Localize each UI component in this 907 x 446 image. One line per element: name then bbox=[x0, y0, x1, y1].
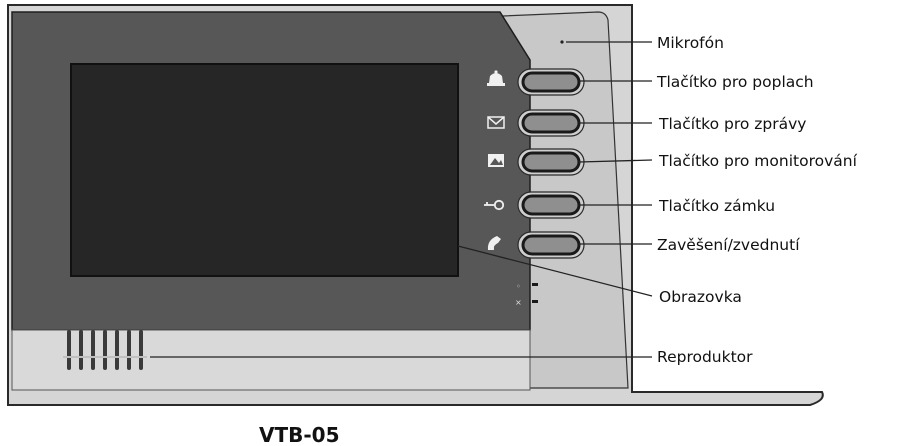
speaker-grille bbox=[63, 330, 147, 370]
label-microphone: Mikrofón bbox=[657, 34, 724, 52]
label-hangup: Zavěšení/zvednutí bbox=[657, 236, 800, 254]
button-hangup[interactable] bbox=[517, 231, 585, 259]
label-lock: Tlačítko zámku bbox=[658, 197, 775, 215]
model-title: VTB-05 bbox=[259, 423, 340, 446]
label-speaker: Reproduktor bbox=[657, 348, 753, 366]
label-monitoring: Tlačítko pro monitorování bbox=[658, 152, 858, 170]
label-screen: Obrazovka bbox=[659, 288, 742, 306]
indicator-leds: ◦ ⨯ bbox=[515, 282, 538, 307]
button-messages[interactable] bbox=[517, 109, 585, 137]
screen bbox=[70, 63, 459, 277]
label-alarm: Tlačítko pro poplach bbox=[656, 73, 814, 91]
svg-text:◦: ◦ bbox=[516, 282, 521, 291]
bell-alarm-icon bbox=[487, 70, 505, 86]
monitor-picture-icon bbox=[488, 154, 504, 167]
microphone-hole bbox=[560, 40, 564, 44]
label-messages: Tlačítko pro zprávy bbox=[658, 115, 807, 133]
leader-monitoring bbox=[578, 159, 653, 163]
lower-strip bbox=[11, 329, 531, 391]
handset-icon bbox=[487, 236, 501, 250]
envelope-icon bbox=[487, 116, 505, 129]
button-monitoring[interactable] bbox=[517, 148, 585, 176]
svg-text:⨯: ⨯ bbox=[515, 298, 522, 307]
button-lock[interactable] bbox=[517, 191, 585, 219]
leader-screen bbox=[457, 245, 653, 297]
key-icon bbox=[484, 199, 505, 211]
button-alarm[interactable] bbox=[517, 68, 585, 96]
